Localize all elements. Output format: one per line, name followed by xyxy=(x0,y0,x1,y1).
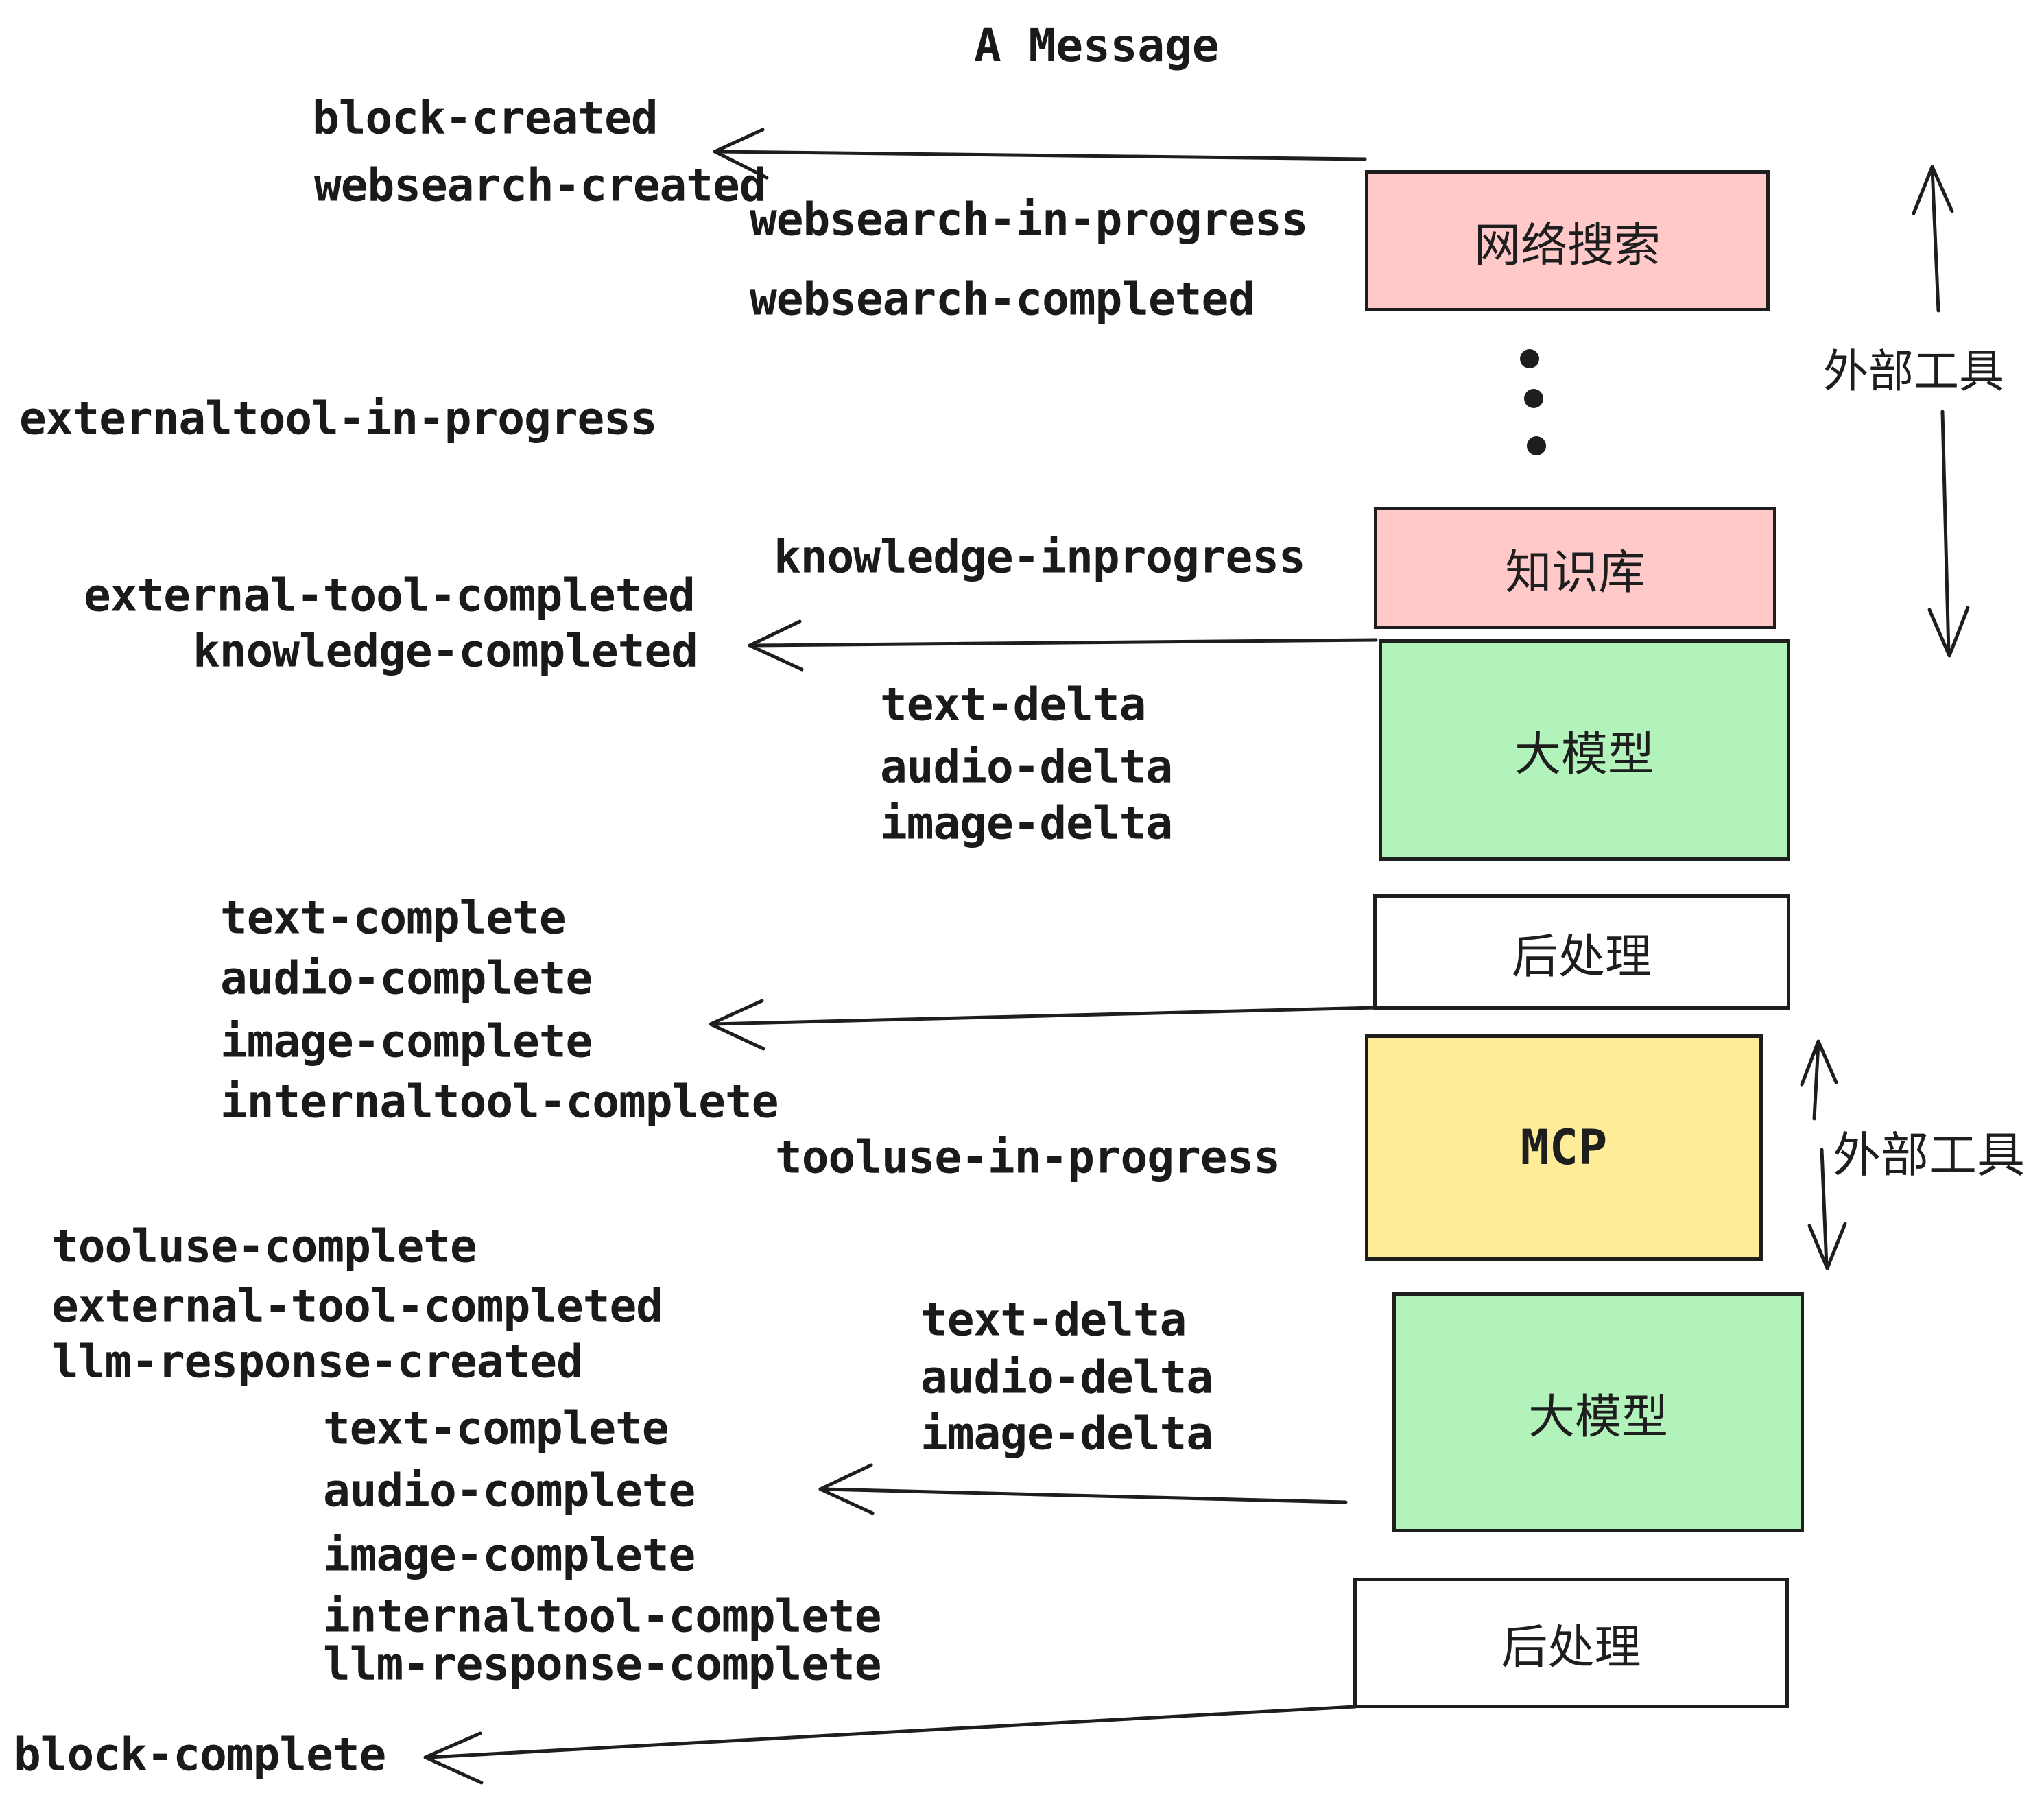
event-tooluse-in-progress: tooluse-in-progress xyxy=(775,1130,1281,1184)
box-mcp-label: MCP xyxy=(1520,1119,1608,1176)
box-websearch: 网络搜索 xyxy=(1365,170,1770,311)
arrow-knowledge-completed xyxy=(748,619,1378,672)
arrow-internal-completes xyxy=(709,999,1378,1051)
event-text-delta: text-delta xyxy=(880,678,1146,731)
external-tools-label-bottom: 外部工具 xyxy=(1833,1127,2025,1183)
external-tools-down-arrow-top xyxy=(1927,410,1970,658)
event-knowledge-completed: knowledge-completed xyxy=(193,624,698,678)
external-tools-label-top: 外部工具 xyxy=(1823,345,2004,398)
event-image-complete: image-complete xyxy=(220,1014,593,1068)
event-audio-complete: audio-complete xyxy=(220,951,593,1005)
diagram-title: A Message xyxy=(974,19,1220,72)
box-mcp: MCP xyxy=(1365,1034,1763,1261)
event-external-tool-completed-2: external-tool-completed xyxy=(51,1279,663,1333)
event-external-tool-completed: external-tool-completed xyxy=(84,569,696,622)
event-image-complete-2: image-complete xyxy=(323,1528,696,1582)
event-audio-delta: audio-delta xyxy=(880,740,1173,794)
box-postprocess-1: 后处理 xyxy=(1373,894,1790,1010)
event-text-complete: text-complete xyxy=(220,891,567,945)
event-websearch-completed: websearch-completed xyxy=(750,272,1255,326)
external-tools-up-arrow-top xyxy=(1912,165,1954,313)
arrow-websearch-created xyxy=(713,128,1367,180)
box-postprocess-2-label: 后处理 xyxy=(1501,1620,1641,1675)
event-externaltool-in-progress: externaltool-in-progress xyxy=(19,392,658,445)
event-websearch-in-progress: websearch-in-progress xyxy=(750,193,1308,246)
event-text-delta-2: text-delta xyxy=(920,1293,1187,1346)
box-llm-2: 大模型 xyxy=(1392,1292,1804,1532)
box-knowledge-label: 知识库 xyxy=(1505,545,1645,600)
external-tools-up-arrow-bottom xyxy=(1800,1039,1838,1121)
event-audio-complete-2: audio-complete xyxy=(323,1464,696,1517)
event-knowledge-inprogress: knowledge-inprogress xyxy=(774,530,1306,584)
box-llm-1-label: 大模型 xyxy=(1514,728,1654,782)
box-postprocess-1-label: 后处理 xyxy=(1511,929,1652,984)
ellipsis-dots xyxy=(1520,349,1546,455)
external-tools-down-arrow-bottom xyxy=(1807,1148,1847,1270)
event-image-delta-2: image-delta xyxy=(920,1407,1213,1460)
box-llm-2-label: 大模型 xyxy=(1528,1390,1668,1445)
event-internaltool-complete: internaltool-complete xyxy=(220,1075,779,1128)
box-knowledge: 知识库 xyxy=(1374,507,1776,629)
event-block-created: block-created xyxy=(312,91,658,145)
event-llm-response-created: llm-response-created xyxy=(51,1335,584,1388)
arrow-block-complete xyxy=(423,1705,1357,1785)
event-tooluse-complete: tooluse-complete xyxy=(51,1220,477,1273)
event-text-complete-2: text-complete xyxy=(323,1401,669,1455)
event-internaltool-complete-2: internaltool-complete xyxy=(323,1589,881,1643)
event-image-delta: image-delta xyxy=(880,796,1173,850)
box-websearch-label: 网络搜索 xyxy=(1473,218,1661,273)
event-llm-response-complete: llm-response-complete xyxy=(323,1637,881,1691)
arrow-llm2-completes xyxy=(818,1463,1348,1515)
event-websearch-created: websearch-created xyxy=(314,158,767,212)
box-postprocess-2: 后处理 xyxy=(1353,1578,1789,1708)
event-block-complete: block-complete xyxy=(14,1728,386,1781)
event-audio-delta-2: audio-delta xyxy=(920,1351,1213,1404)
box-llm-1: 大模型 xyxy=(1379,639,1790,861)
